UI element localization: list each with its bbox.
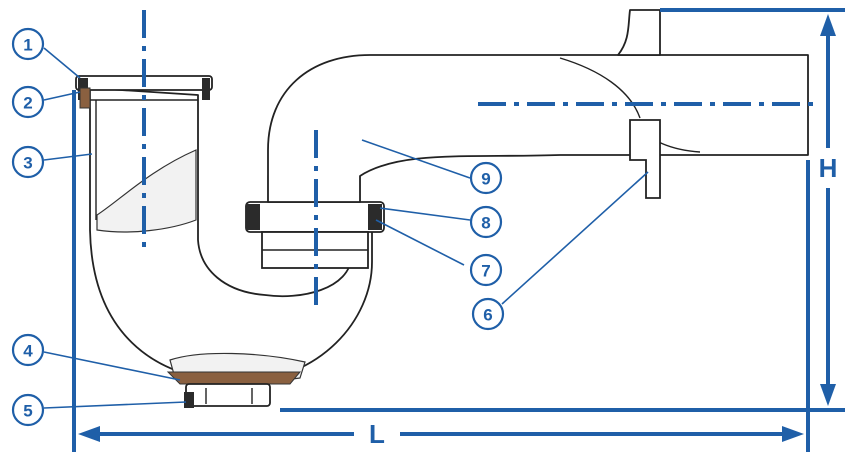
callout-9-label: 9 [481, 170, 490, 189]
union-seal-left [246, 204, 260, 230]
dimension-h-label: H [819, 153, 838, 183]
callout-2-label: 2 [23, 94, 32, 113]
dimension-l-label: L [369, 419, 385, 449]
inlet-tube [89, 87, 373, 383]
callout-5: 5 [11, 393, 45, 427]
wall-escutcheon [617, 9, 661, 56]
wall-flange [629, 119, 661, 199]
dimension-l: L [72, 90, 810, 452]
callout-4: 4 [11, 333, 45, 367]
callout-4-label: 4 [23, 342, 33, 361]
callout-7: 7 [469, 253, 503, 287]
inlet-washer [79, 87, 91, 109]
callout-6-label: 6 [483, 306, 492, 325]
cleanout-gasket [184, 392, 194, 408]
callout-1: 1 [11, 27, 45, 61]
leader-lines [43, 47, 649, 409]
cleanout-plug [185, 383, 271, 407]
inlet-cutaway [96, 149, 197, 233]
callout-1-label: 1 [23, 36, 32, 55]
trap-body [75, 9, 809, 408]
cleanout-seat [166, 371, 302, 385]
inlet-seal-right [202, 78, 210, 100]
callout-3-label: 3 [23, 154, 32, 173]
dimension-h: H [280, 8, 846, 412]
callout-8-label: 8 [481, 214, 490, 233]
callout-2: 2 [11, 85, 45, 119]
callout-3: 3 [11, 145, 45, 179]
union-seal-right [368, 204, 382, 230]
callout-9: 9 [469, 161, 503, 195]
callout-8: 8 [469, 205, 503, 239]
return-bend [267, 54, 809, 203]
callout-6: 6 [471, 297, 505, 331]
callout-5-label: 5 [23, 402, 32, 421]
callout-7-label: 7 [481, 262, 490, 281]
